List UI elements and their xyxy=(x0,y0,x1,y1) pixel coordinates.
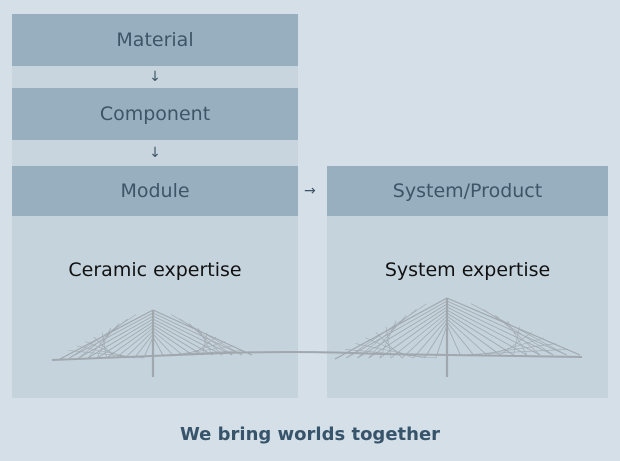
bridge-cable xyxy=(143,336,154,359)
bridge-cable xyxy=(446,306,541,356)
ceramic-expertise-panel xyxy=(12,216,298,398)
arrow-down-1: ↓ xyxy=(12,66,298,88)
bridge-truss xyxy=(93,336,117,359)
bridge-truss xyxy=(375,331,403,359)
bridge-cable xyxy=(446,321,474,356)
tagline: We bring worlds together xyxy=(179,424,441,445)
bridge-truss xyxy=(460,349,568,356)
bridge-cable xyxy=(446,303,554,356)
module-box: Module xyxy=(12,166,298,216)
component-box: Component xyxy=(12,88,298,140)
bridge-truss xyxy=(202,332,208,356)
bridge-cable xyxy=(69,312,154,359)
module-label: Module xyxy=(120,180,190,202)
bridge-truss xyxy=(68,350,144,359)
bridge-cable xyxy=(152,324,203,356)
bridge-cable xyxy=(368,306,448,359)
bridge-deck xyxy=(51,351,583,361)
bridge-cable xyxy=(390,312,448,359)
down-arrow-icon: ↓ xyxy=(149,69,161,85)
system-product-label: System/Product xyxy=(392,180,543,202)
bridge-cable xyxy=(152,321,213,356)
ceramic-expertise-label: Ceramic expertise xyxy=(68,259,242,281)
bridge-cable xyxy=(78,315,154,359)
bridge-truss xyxy=(513,326,520,356)
bridge-truss xyxy=(345,349,436,359)
bridge-cable xyxy=(357,303,448,359)
bridge-cable xyxy=(124,330,154,359)
bridge-truss xyxy=(172,345,235,356)
component-label: Component xyxy=(99,103,211,125)
system-expertise-label: System expertise xyxy=(384,259,551,281)
bridge-cable xyxy=(106,324,154,359)
bridge-cable xyxy=(87,318,154,359)
bridge-cable xyxy=(152,336,164,356)
bridge-cable xyxy=(152,327,193,356)
bridge-truss xyxy=(162,350,244,356)
bridge-cable xyxy=(413,318,448,359)
bridge-truss xyxy=(385,326,392,359)
bridge-cable xyxy=(334,297,448,360)
bridge-cable xyxy=(446,300,567,356)
bridge-cable xyxy=(59,309,154,360)
bridge-truss xyxy=(473,343,556,356)
bridge-truss xyxy=(500,331,532,356)
bridge-cable xyxy=(435,324,448,359)
bridge-truss xyxy=(365,337,414,359)
bridge-cable xyxy=(152,333,174,356)
right-arrow-icon: → xyxy=(304,183,316,199)
bridge-cable xyxy=(401,315,448,359)
bridge-truss xyxy=(101,332,107,359)
bridge-cable xyxy=(134,333,154,359)
bridge-truss xyxy=(486,337,544,356)
arrow-down-2: ↓ xyxy=(12,140,298,166)
bridge-cable xyxy=(446,324,461,356)
down-arrow-icon: ↓ xyxy=(149,145,161,161)
material-label: Material xyxy=(116,29,194,51)
bridge-cable xyxy=(424,321,448,359)
bridge-cable xyxy=(446,312,514,356)
bridge-cable xyxy=(152,312,243,356)
bridge-cable xyxy=(152,318,223,356)
bridge-cable xyxy=(446,315,501,356)
bridge-cable xyxy=(379,309,448,359)
bridge-cable xyxy=(115,327,154,359)
bridge-cable xyxy=(446,318,488,356)
bridge-cable xyxy=(152,330,183,356)
system-product-box: System/Product xyxy=(327,166,608,216)
material-box: Material xyxy=(12,14,298,66)
bridge-truss xyxy=(192,336,217,356)
bridge-cable xyxy=(346,300,448,359)
bridge-cable xyxy=(446,309,527,356)
